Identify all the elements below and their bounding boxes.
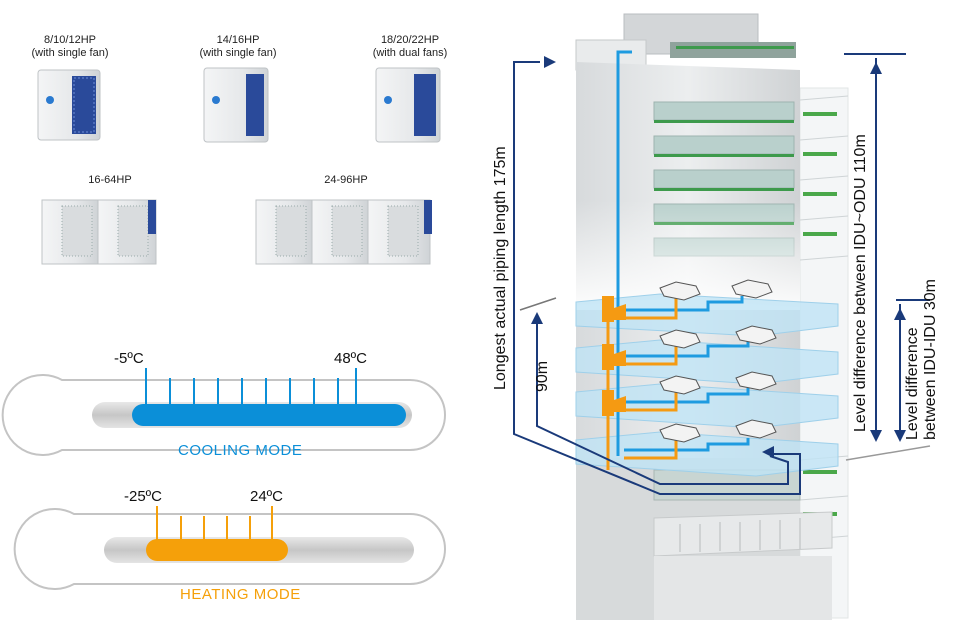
idu-idu-level-line2: between IDU-IDU 30m: [922, 279, 939, 440]
odu-idu-level-label: Level difference between IDU~ODU 110m: [852, 134, 869, 432]
floor-plate-4: [575, 293, 839, 337]
unit-size: 8/10/12HP: [44, 34, 96, 46]
piping-length-label: Longest actual piping length 175m: [492, 146, 509, 390]
unit-label-14-16hp: 14/16HP (with single fan): [190, 34, 286, 60]
heating-range-bar: [146, 539, 288, 561]
level-arrowheads: [870, 62, 906, 442]
unit-18-22hp-icon: [375, 67, 441, 143]
unit-label-16-64hp: 16-64HP: [70, 174, 150, 187]
indoor-unit-icon: [659, 375, 701, 395]
cooling-mode-label: COOLING MODE: [178, 442, 303, 459]
unit-fan-note: (with dual fans): [372, 47, 448, 59]
unit-label-24-96hp: 24-96HP: [306, 174, 386, 187]
floor-plate-2: [575, 383, 839, 429]
podium-grid: [679, 518, 801, 552]
unit-size: 16-64HP: [88, 174, 132, 186]
unit-label-8-12hp: 8/10/12HP (with single fan): [22, 34, 118, 60]
heating-mode-label: HEATING MODE: [180, 586, 301, 603]
heating-max-temp: 24ºC: [250, 488, 283, 505]
indoor-units: [659, 279, 777, 443]
indoor-unit-icon: [659, 423, 701, 443]
unit-fan-note: (with single fan): [199, 47, 277, 59]
indoor-unit-icon: [735, 325, 777, 345]
liquid-pipes: [616, 50, 750, 456]
cooling-ticks: [145, 368, 357, 404]
unit-14-16hp-icon: [203, 67, 269, 143]
level-difference-markers: [844, 53, 930, 440]
cooling-min-temp: -5ºC: [114, 350, 144, 367]
floor-plate-3: [575, 339, 839, 385]
first-branch-length-label: 90m: [534, 360, 551, 392]
arrowheads: [531, 56, 774, 458]
unit-fan-note: (with single fan): [31, 47, 109, 59]
indoor-unit-icon: [735, 371, 777, 391]
unit-16-64hp-icon: [41, 199, 157, 265]
indoor-unit-icon: [659, 329, 701, 349]
cooling-thermometer: [1, 368, 446, 456]
unit-24-96hp-icon: [255, 199, 432, 265]
indoor-unit-icon: [659, 281, 701, 301]
floor-plate-1: [575, 431, 839, 477]
unit-8-12hp-icon: [37, 69, 101, 141]
heating-min-temp: -25ºC: [124, 488, 162, 505]
unit-size: 24-96HP: [324, 174, 368, 186]
unit-size: 14/16HP: [216, 34, 260, 46]
indoor-unit-icon: [735, 419, 777, 439]
idu-idu-level-label: Level difference between IDU-IDU 30m: [904, 279, 940, 440]
cooling-max-temp: 48ºC: [334, 350, 367, 367]
idu-idu-level-line1: Level difference: [904, 327, 921, 440]
unit-size: 18/20/22HP: [380, 34, 440, 46]
branch-joints: [602, 296, 626, 416]
heating-thermometer: [13, 506, 446, 590]
piping-length-arrow: [513, 61, 801, 495]
indoor-unit-icon: [731, 279, 773, 299]
building-illustration: [513, 13, 931, 620]
heating-ticks: [156, 506, 273, 540]
cooling-range-bar: [132, 404, 406, 426]
unit-label-18-22hp: 18/20/22HP (with dual fans): [362, 34, 458, 60]
floor-plates: [575, 293, 839, 477]
